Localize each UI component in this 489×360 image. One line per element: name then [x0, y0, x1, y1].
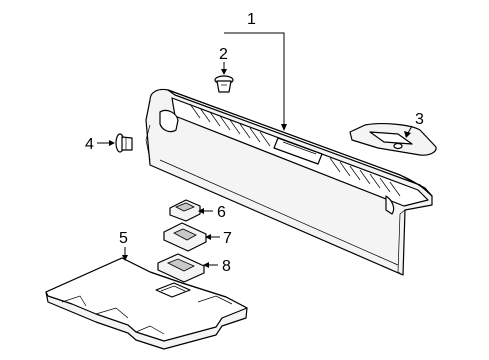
bracket-8	[157, 253, 205, 283]
callout-8: 8	[222, 258, 231, 275]
callout-3: 3	[415, 111, 424, 128]
callout-6: 6	[217, 204, 226, 221]
cargo-hook	[349, 123, 437, 156]
clip-6	[169, 199, 201, 222]
fastener	[115, 133, 133, 153]
callout-7: 7	[223, 230, 232, 247]
callout-1: 1	[247, 11, 256, 28]
callout-4: 4	[85, 136, 94, 153]
bracket-7	[163, 222, 207, 252]
rear-trim-panel	[145, 88, 433, 276]
floor-panel	[45, 257, 248, 350]
callout-2: 2	[219, 46, 228, 63]
leader-lines	[97, 32, 413, 268]
callout-5: 5	[119, 230, 128, 247]
push-clip	[214, 75, 234, 93]
